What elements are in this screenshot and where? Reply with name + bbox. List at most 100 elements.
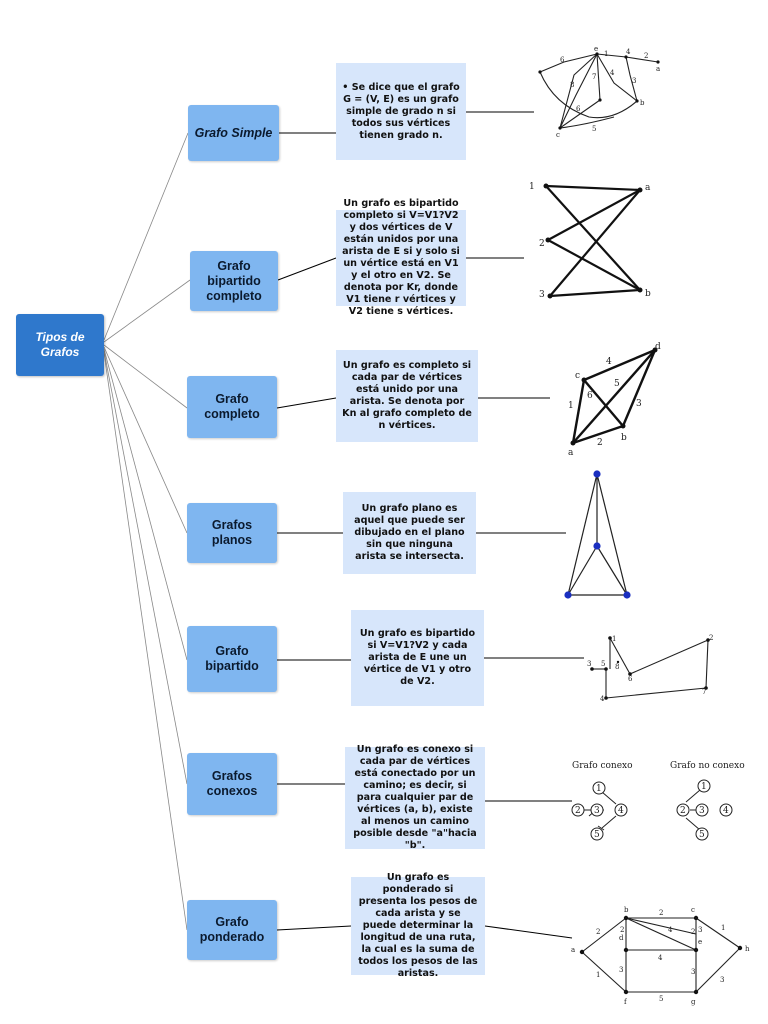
category-label: Grafo bipartido xyxy=(205,644,259,673)
figure-grafos-planos xyxy=(560,466,636,600)
vertex-label: a xyxy=(568,448,574,458)
edge-label: 7 xyxy=(592,73,596,81)
vertex-label: h xyxy=(745,945,750,953)
edge-label: 6 xyxy=(560,56,565,64)
edge-label: 1 xyxy=(721,924,725,932)
description-grafo-ponderado: Un grafo es ponderado si presenta los pe… xyxy=(351,872,485,979)
figure-grafo-completo: a b c d 1 2 3 4 5 6 xyxy=(560,340,672,460)
description-text: • Se dice que el grafo G = (V, E) es un … xyxy=(342,81,460,141)
description-text: Un grafo plano es aquel que puede ser di… xyxy=(354,503,465,562)
edge-label: 1 xyxy=(568,401,574,411)
vertex-label: e xyxy=(698,938,702,946)
edge-label: 5 xyxy=(614,379,620,389)
vertex-label: c xyxy=(691,906,695,914)
node-label: 5 xyxy=(594,830,600,840)
description-grafo-completo: Un grafo es completo si cada par de vért… xyxy=(336,350,478,442)
vertex-label: b xyxy=(640,99,645,107)
node-label: 2 xyxy=(575,806,581,816)
edge-label: 5 xyxy=(659,995,663,1003)
description-grafo-bipartido: Un grafo es bipartido si V=V1?V2 y cada … xyxy=(351,610,484,706)
figure-grafo-simple: e c b a 6 1 4 2 8 7 4 3 6 5 xyxy=(534,45,666,139)
description-grafos-planos: Un grafo plano es aquel que puede ser di… xyxy=(343,492,476,574)
vertex-label: 1 xyxy=(529,182,535,192)
edge-label: 4 xyxy=(668,926,673,934)
description-grafo-simple: • Se dice que el grafo G = (V, E) es un … xyxy=(336,63,466,160)
figure-grafos-conexos: Grafo conexo Grafo no conexo 1 2 3 4 5 1… xyxy=(566,754,745,846)
edge-label: 1 xyxy=(596,971,600,979)
vertex-label: a xyxy=(645,183,651,193)
category-label: Grafo ponderado xyxy=(199,915,265,944)
root-node: Tipos de Grafos xyxy=(16,314,104,376)
node-label: 3 xyxy=(699,806,705,816)
edge-label: 3 xyxy=(698,926,702,934)
node-label: 4 xyxy=(618,806,624,816)
node-label: 3 xyxy=(594,806,600,816)
vertex-label: 3 xyxy=(587,660,591,668)
category-label: Grafos conexos xyxy=(206,769,258,798)
category-grafos-planos: Grafos planos xyxy=(187,503,277,563)
vertex-label: 8 xyxy=(615,663,619,671)
vertex-label: b xyxy=(621,433,627,443)
vertex-label: c xyxy=(556,131,560,139)
figure-grafo-bipartido-completo: 1 2 3 a b xyxy=(524,176,658,302)
figure-title: Grafo conexo xyxy=(572,761,633,771)
vertex-label: 2 xyxy=(539,239,545,249)
vertex-label: f xyxy=(624,998,628,1006)
edge-label: 2 xyxy=(644,52,648,60)
edge-label: 3 xyxy=(632,77,636,85)
vertex-label: d xyxy=(619,934,624,942)
figure-grafo-bipartido: 1 2 3 4 5 6 7 8 xyxy=(584,632,714,704)
vertex-label: a xyxy=(571,946,575,954)
edge-label: 3 xyxy=(691,968,695,976)
edge-label: 6 xyxy=(576,105,581,113)
category-grafo-ponderado: Grafo ponderado xyxy=(187,900,277,960)
category-grafo-bipartido: Grafo bipartido xyxy=(187,626,277,692)
edge-label: 2 xyxy=(597,438,603,448)
vertex-label: 3 xyxy=(539,290,545,300)
description-text: Un grafo es ponderado si presenta los pe… xyxy=(358,872,478,979)
vertex-label: d xyxy=(655,342,661,352)
edge-label: 2 xyxy=(620,926,624,934)
vertex-label: 4 xyxy=(600,695,605,703)
edge-label: 8 xyxy=(570,81,574,89)
vertex-label: 5 xyxy=(601,660,605,668)
edge-label: 6 xyxy=(587,391,593,401)
edge-label: 4 xyxy=(610,69,615,77)
vertex-label: e xyxy=(594,45,598,53)
description-text: Un grafo es conexo si cada par de vértic… xyxy=(353,744,477,851)
vertex-label: b xyxy=(624,906,629,914)
vertex-label: c xyxy=(575,371,580,381)
edge-label: 2 xyxy=(691,928,695,936)
root-label: Tipos de Grafos xyxy=(35,330,85,359)
edge-label: 2 xyxy=(596,928,600,936)
node-label: 1 xyxy=(701,782,707,792)
category-grafo-completo: Grafo completo xyxy=(187,376,277,438)
vertex-label: g xyxy=(691,998,696,1006)
edge-label: 4 xyxy=(606,357,612,367)
vertex-label: 7 xyxy=(702,688,706,696)
node-label: 1 xyxy=(596,784,602,794)
description-grafo-bipartido-completo: Un grafo es bipartido completo si V=V1?V… xyxy=(336,198,466,317)
vertex-label: 2 xyxy=(709,634,713,642)
edge-label: 1 xyxy=(604,50,608,58)
edge-label: 3 xyxy=(636,399,642,409)
description-text: Un grafo es bipartido si V=V1?V2 y cada … xyxy=(359,628,476,687)
category-label: Grafo Simple xyxy=(194,125,273,140)
vertex-label: 6 xyxy=(628,675,633,683)
figure-grafo-ponderado: a b c d e f g h 2 1 2 2 3 4 4 3 1 3 2 5 … xyxy=(568,902,754,1006)
edge-label: 3 xyxy=(720,976,724,984)
node-label: 2 xyxy=(680,806,686,816)
edge-label: 4 xyxy=(658,954,663,962)
category-grafo-bipartido-completo: Grafo bipartido completo xyxy=(190,251,278,311)
node-label: 5 xyxy=(699,830,705,840)
category-label: Grafo completo xyxy=(204,392,260,421)
edge-label: 3 xyxy=(619,966,623,974)
vertex-label: a xyxy=(656,65,660,73)
category-label: Grafos planos xyxy=(211,518,253,547)
vertex-label: b xyxy=(645,289,651,299)
edge-label: 4 xyxy=(626,48,631,56)
edge-label: 5 xyxy=(592,125,596,133)
category-grafo-simple: Grafo Simple xyxy=(188,105,279,161)
description-text: Un grafo es completo si cada par de vért… xyxy=(342,360,472,431)
description-grafos-conexos: Un grafo es conexo si cada par de vértic… xyxy=(345,744,485,851)
